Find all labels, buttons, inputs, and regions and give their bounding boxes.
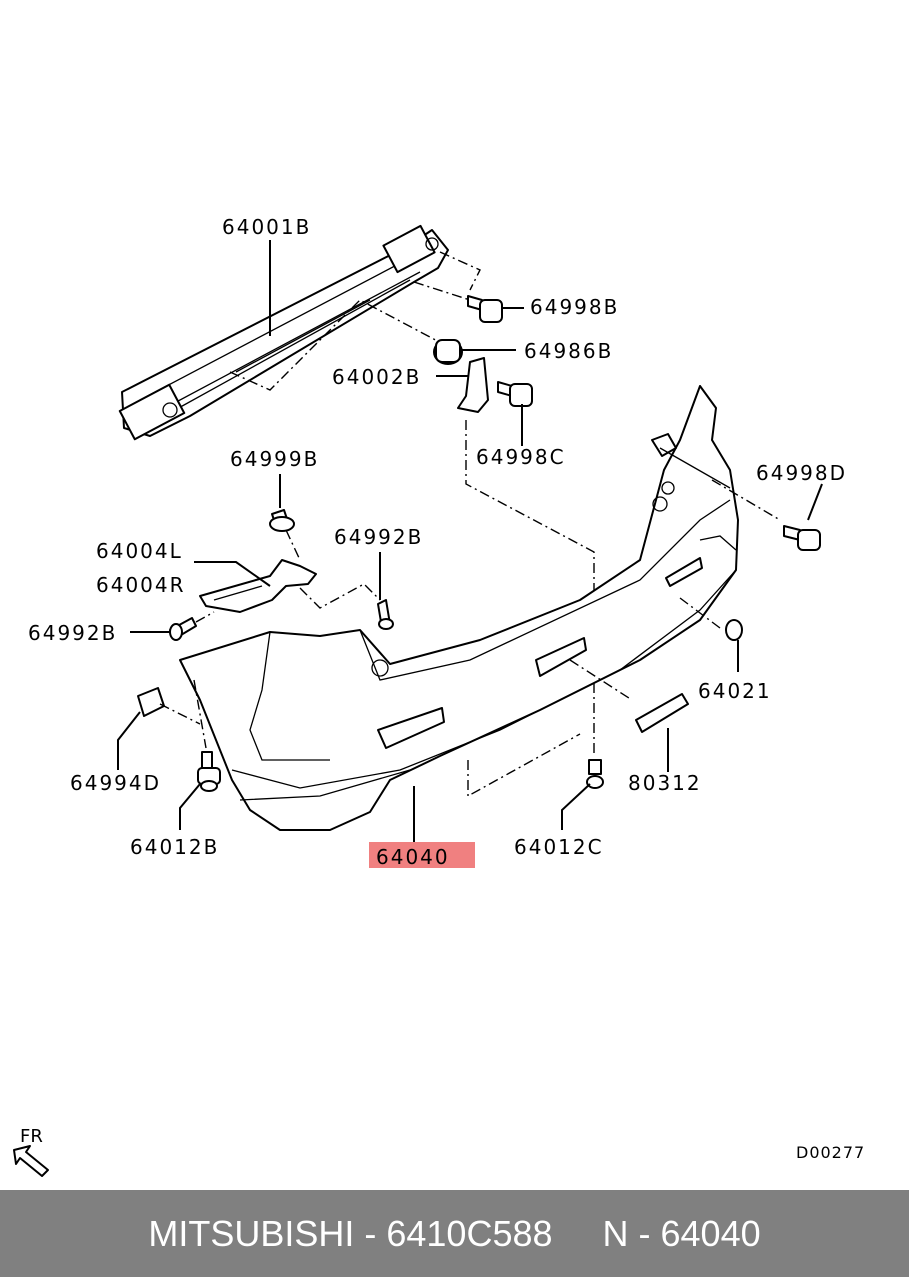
label-64999B: 64999B <box>230 447 319 471</box>
bumper-cover-64040 <box>179 385 739 831</box>
label-64994D: 64994D <box>70 771 161 795</box>
label-64040: 64040 <box>376 845 450 869</box>
clip-64999B <box>269 509 295 532</box>
reflector-80312 <box>635 693 689 733</box>
label-64986B: 64986B <box>524 339 613 363</box>
spacer-64986B <box>433 339 463 365</box>
screw-64992B-left <box>169 617 197 641</box>
reinforcement-bar-64001B <box>118 224 449 441</box>
label-64004L: 64004L <box>96 539 183 563</box>
label-64998B: 64998B <box>530 295 619 319</box>
cap-64021 <box>725 619 743 641</box>
bolt-64998C <box>497 381 533 407</box>
fastener-64012B <box>197 751 221 792</box>
label-64992B-top: 64992B <box>334 525 423 549</box>
screw-64992B-top <box>377 599 394 630</box>
parts-diagram: 64001B 64998B 64986B 64002B 64998C 64999… <box>13 215 865 1177</box>
reference-code: D00277 <box>796 1143 865 1162</box>
label-80312: 80312 <box>628 771 702 795</box>
bracket-64004 <box>199 559 317 613</box>
plate-64994D <box>137 687 165 717</box>
footer-bar: MITSUBISHI - 6410C588 N - 64040 <box>0 1190 909 1277</box>
label-64001B: 64001B <box>222 215 311 239</box>
label-64002B: 64002B <box>332 365 421 389</box>
label-64012B: 64012B <box>130 835 219 859</box>
label-64004R: 64004R <box>96 573 186 597</box>
label-64021: 64021 <box>698 679 772 703</box>
bolt-64998D <box>783 525 821 551</box>
fastener-64012C <box>586 759 604 789</box>
front-direction-arrow-icon <box>13 1145 49 1177</box>
label-64998D: 64998D <box>756 461 847 485</box>
highlight-64040 <box>369 842 475 868</box>
direction-label: FR <box>20 1126 43 1147</box>
bracket-64002B <box>457 357 489 413</box>
label-64998C: 64998C <box>476 445 566 469</box>
label-64992B-left: 64992B <box>28 621 117 645</box>
label-64012C: 64012C <box>514 835 604 859</box>
bolt-64998B <box>467 295 503 323</box>
footer-text: MITSUBISHI - 6410C588 N - 64040 <box>148 1212 761 1254</box>
